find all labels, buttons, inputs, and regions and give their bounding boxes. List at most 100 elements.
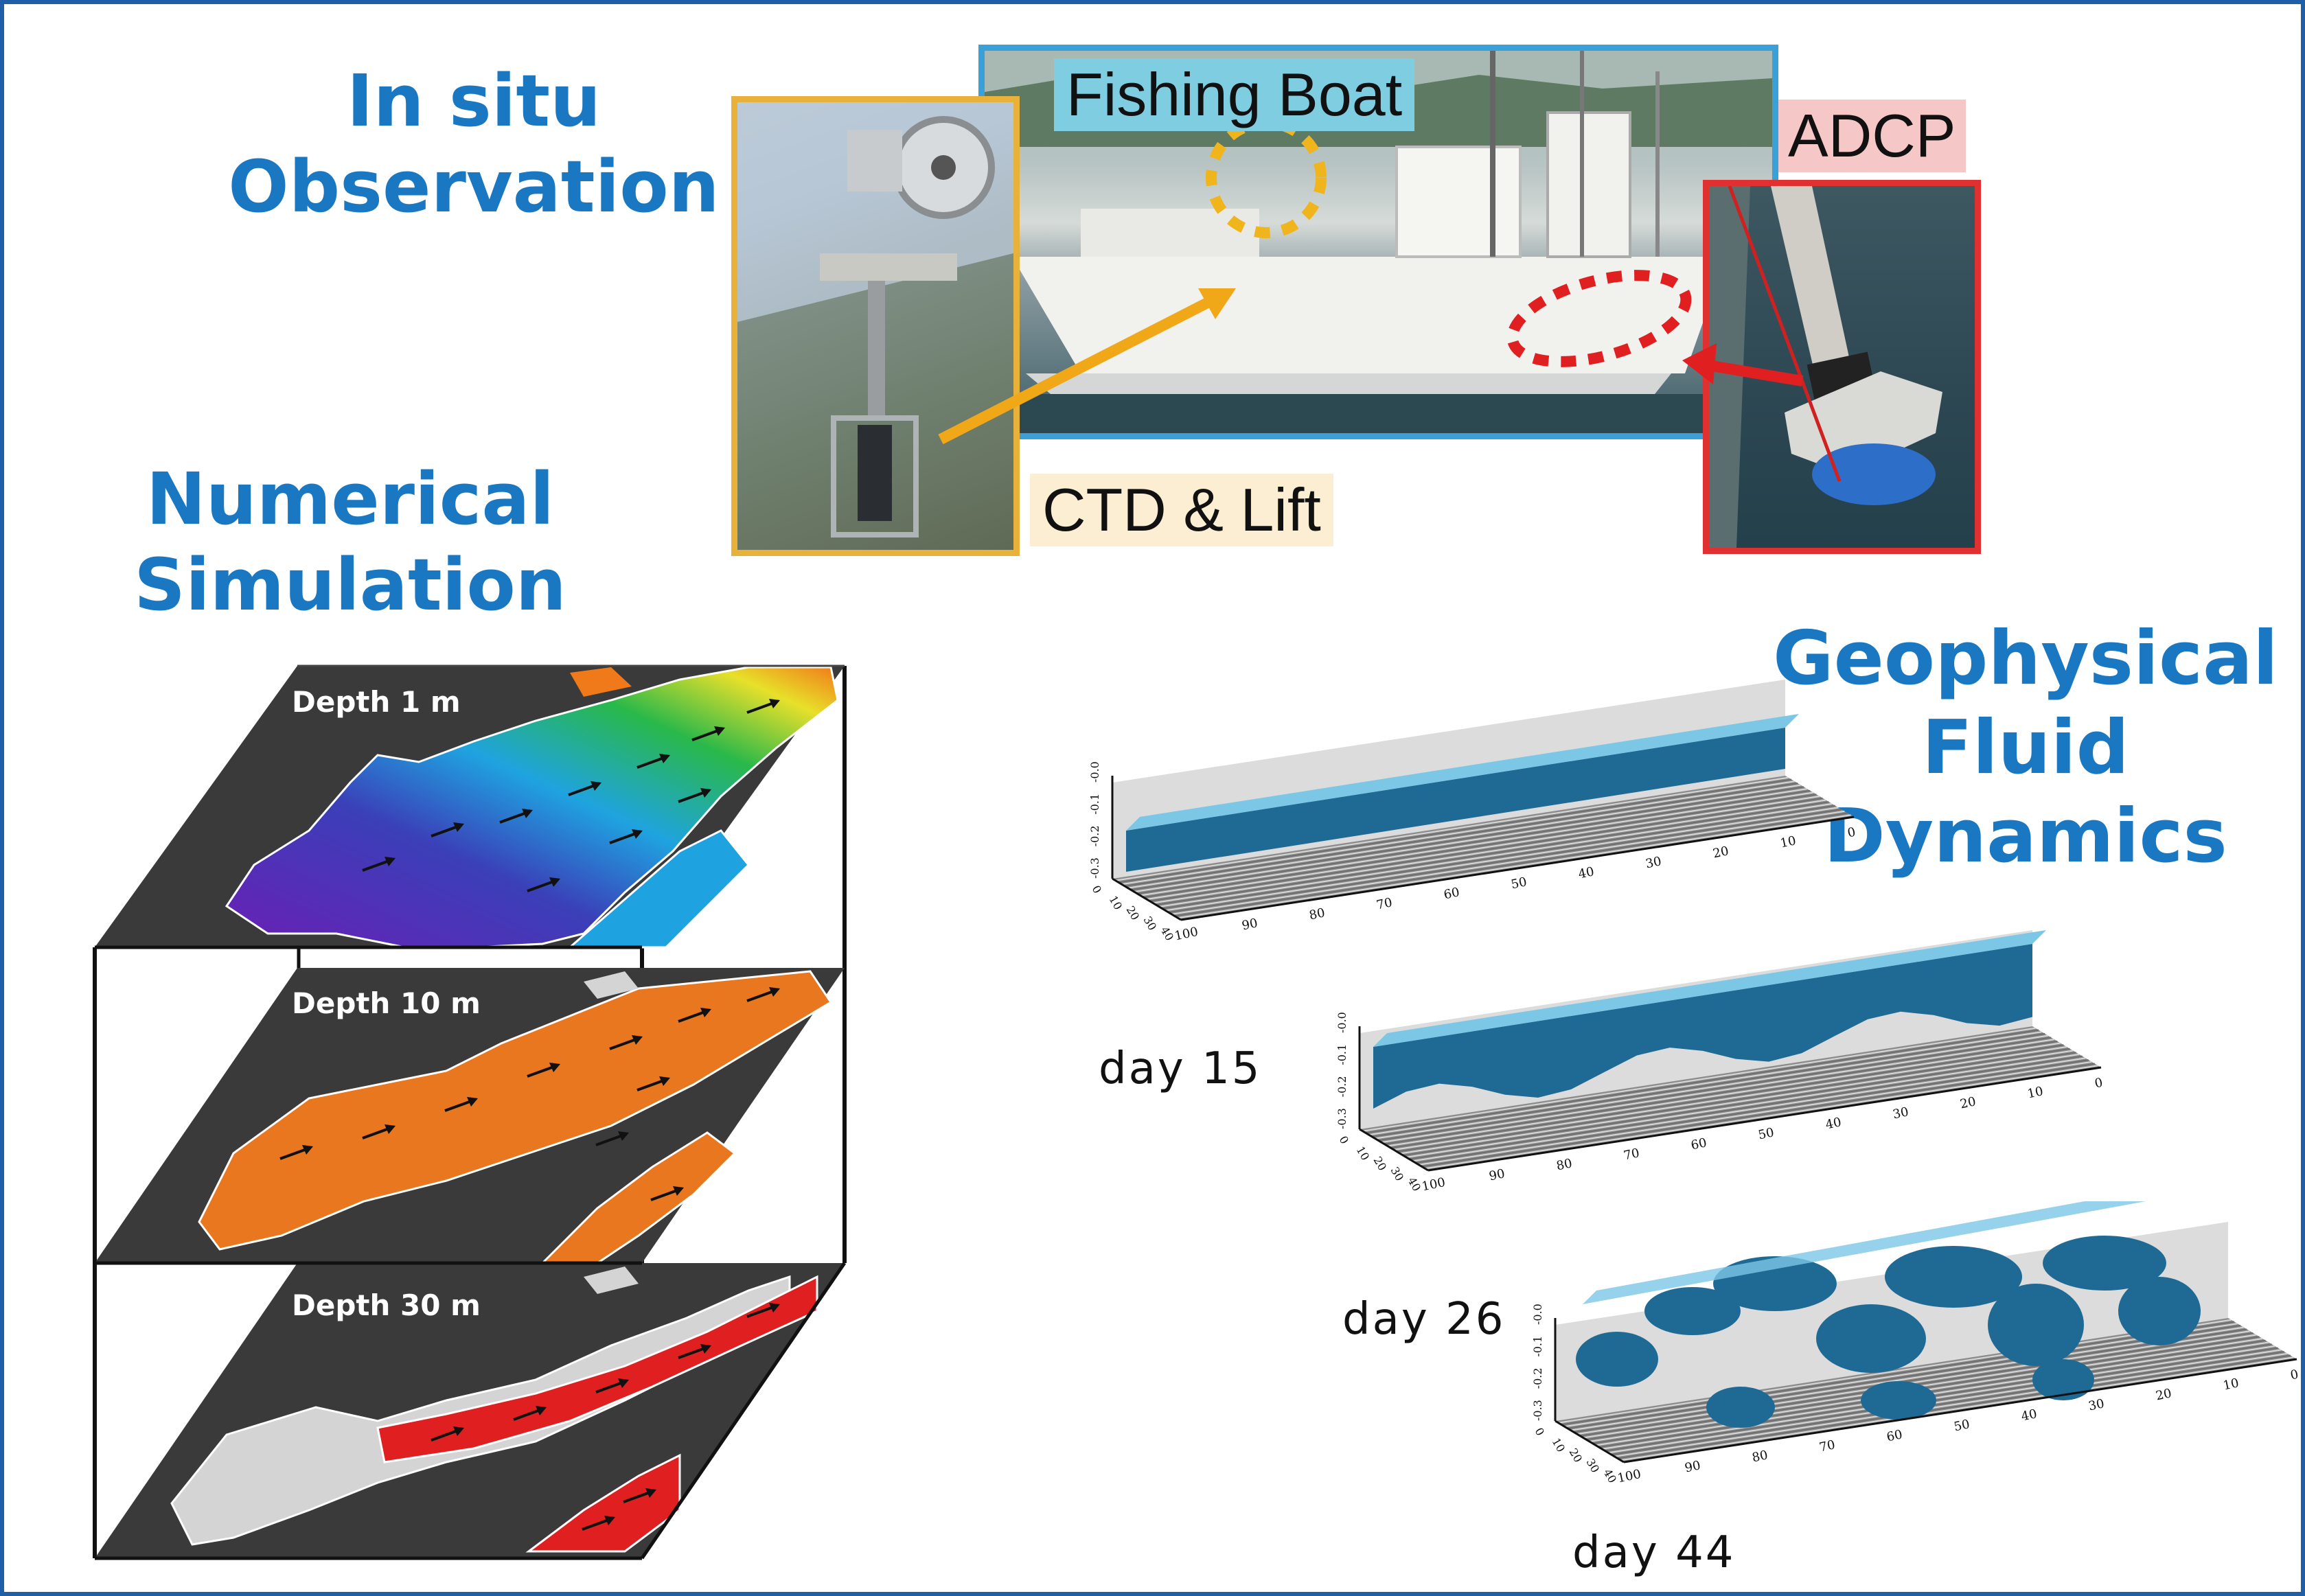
adcp-illustration — [1709, 186, 1942, 548]
fluid-x-tick: 50 — [1510, 875, 1528, 892]
fluid-grid-line — [1362, 1027, 2036, 1132]
fluid-x-tick: 90 — [1241, 916, 1259, 933]
fluid-grid-line — [1611, 1351, 2284, 1456]
fluid-grid-line — [1387, 1042, 2061, 1147]
sim-layer-10m — [95, 968, 845, 1265]
fluid-grid-line — [1134, 788, 1807, 893]
velocity-arrowhead — [549, 877, 560, 887]
depth-label-10m: Depth 10 m — [292, 986, 481, 1020]
fluid-depth-tick: 10 — [1107, 894, 1125, 912]
fluid-eddy — [1816, 1304, 1926, 1373]
fluid-grid-line — [1165, 807, 1839, 912]
fluid-grid-line — [1598, 1343, 2272, 1448]
day-label-44: day 44 — [1572, 1527, 1736, 1578]
fluid-grid-line — [1125, 782, 1798, 887]
fluid-grid-line — [1614, 1352, 2288, 1457]
velocity-arrowhead — [618, 1378, 629, 1388]
fluid-grid-line — [1140, 791, 1814, 897]
velocity-arrowhead — [453, 1426, 464, 1436]
fluid-eddy — [1576, 1332, 1658, 1387]
velocity-arrowhead — [673, 1186, 684, 1196]
fluid-grid-line — [1568, 1324, 2241, 1429]
heading-geophysical-line1: Geophysical — [1773, 616, 2278, 702]
sim-velocity-arrows — [279, 699, 780, 1531]
fluid-eddy — [1861, 1381, 1936, 1420]
fluid-depth-tick: 0 — [1090, 883, 1105, 896]
fluid-grid-line — [1118, 778, 1792, 883]
fluid-depth-tick: 30 — [1584, 1457, 1603, 1475]
velocity-arrowhead — [522, 809, 533, 818]
fluid-top-surface — [1583, 1201, 2146, 1304]
heading-numerical: Numerical Simulation — [103, 456, 597, 628]
velocity-arrowhead — [769, 987, 780, 997]
fluid-x-tick: 50 — [1757, 1125, 1776, 1142]
fluid-grid-line — [1159, 802, 1833, 907]
fluid-x-tick: 70 — [1818, 1437, 1837, 1455]
fluid-depth-tick: 0 — [1533, 1426, 1548, 1438]
fluid-eddy — [1885, 1246, 2022, 1308]
fluid-grid-line — [1156, 801, 1829, 906]
fluid-front — [1373, 944, 2032, 1126]
fluid-x-tick: 10 — [1779, 833, 1798, 851]
fluid-y-tick: -0.0 — [1531, 1304, 1544, 1325]
fluid-x-tick: 40 — [1824, 1115, 1843, 1132]
fluid-grid-line — [1419, 1061, 2092, 1166]
velocity-arrowhead — [714, 726, 725, 736]
fluid-x-tick: 30 — [1892, 1105, 1910, 1122]
velocity-arrowhead — [604, 1516, 615, 1525]
fluid-y-tick: -0.0 — [1335, 1012, 1349, 1033]
fluid-grid-line — [1174, 812, 1848, 917]
velocity-arrowhead — [769, 1303, 780, 1312]
fluid-grid-line — [1390, 1044, 2064, 1149]
velocity-arrowhead — [700, 1008, 711, 1017]
fluid-eddy — [1988, 1284, 2084, 1366]
fluid-grid-line — [1372, 1032, 2045, 1137]
fluid-depth-tick: 20 — [1124, 904, 1143, 923]
velocity-arrowhead — [549, 1063, 560, 1072]
fluid-x-tick: 30 — [1644, 854, 1663, 871]
fluid-x-tick: 70 — [1375, 895, 1394, 912]
heading-geophysical: Geophysical Fluid Dynamics — [1758, 614, 2293, 881]
fluid-grid-line — [1397, 1048, 2070, 1153]
fluid-grid-line — [1178, 814, 1851, 919]
fluid-y-tick: -0.3 — [1531, 1400, 1544, 1421]
fluid-x-axis — [1623, 1358, 2297, 1464]
fluid-depth-tick: 0 — [1337, 1134, 1352, 1146]
fluid-grid-line — [1564, 1323, 2238, 1428]
fluid-y-tick: -0.1 — [1335, 1044, 1349, 1065]
ctd-label: CTD & Lift — [1030, 474, 1333, 546]
fluid-grid-line — [1381, 1039, 2054, 1144]
fluid-depth-tick: 30 — [1388, 1165, 1407, 1183]
fluid-grid-line — [1393, 1046, 2067, 1150]
fluid-grid-line — [1403, 1052, 2076, 1157]
fluid-x-axis — [1180, 816, 1855, 921]
fluid-grid-line — [1605, 1347, 2278, 1452]
fluid-y-tick: -0.2 — [1531, 1367, 1544, 1389]
fluid-y-tick: -0.1 — [1531, 1336, 1544, 1357]
fluid-depth-tick: 20 — [1567, 1446, 1585, 1465]
fluid-x-tick: 90 — [1488, 1166, 1506, 1183]
heading-numerical-line2: Simulation — [134, 542, 566, 627]
fluid-eddy — [1644, 1287, 1741, 1335]
fluid-x-tick: 80 — [1308, 905, 1327, 923]
fluid-y-tick: -0.2 — [1335, 1076, 1349, 1097]
fluid-grid-line — [1146, 796, 1820, 900]
fluid-grid-line — [1121, 780, 1795, 886]
fluid-x-tick: 90 — [1684, 1458, 1702, 1475]
heading-insitu-line2: Observation — [228, 144, 720, 229]
depth-label-30m: Depth 30 m — [292, 1288, 481, 1322]
fluid-depth-axis — [1112, 877, 1182, 921]
sim-layer-30m — [95, 1262, 847, 1560]
velocity-arrowhead — [385, 1124, 395, 1134]
fluid-y-tick: -0.2 — [1088, 825, 1101, 846]
fluid-grid-line — [1412, 1057, 2086, 1162]
ctd-illustration — [737, 102, 1013, 537]
fluid-x-tick: 20 — [1712, 844, 1730, 861]
velocity-arrowhead — [467, 1097, 478, 1107]
fluid-grid-line — [1171, 810, 1845, 915]
fluid-grid-line — [1617, 1354, 2291, 1459]
heading-insitu: In situ Observation — [206, 58, 742, 230]
fluid-eddy — [2118, 1277, 2201, 1345]
